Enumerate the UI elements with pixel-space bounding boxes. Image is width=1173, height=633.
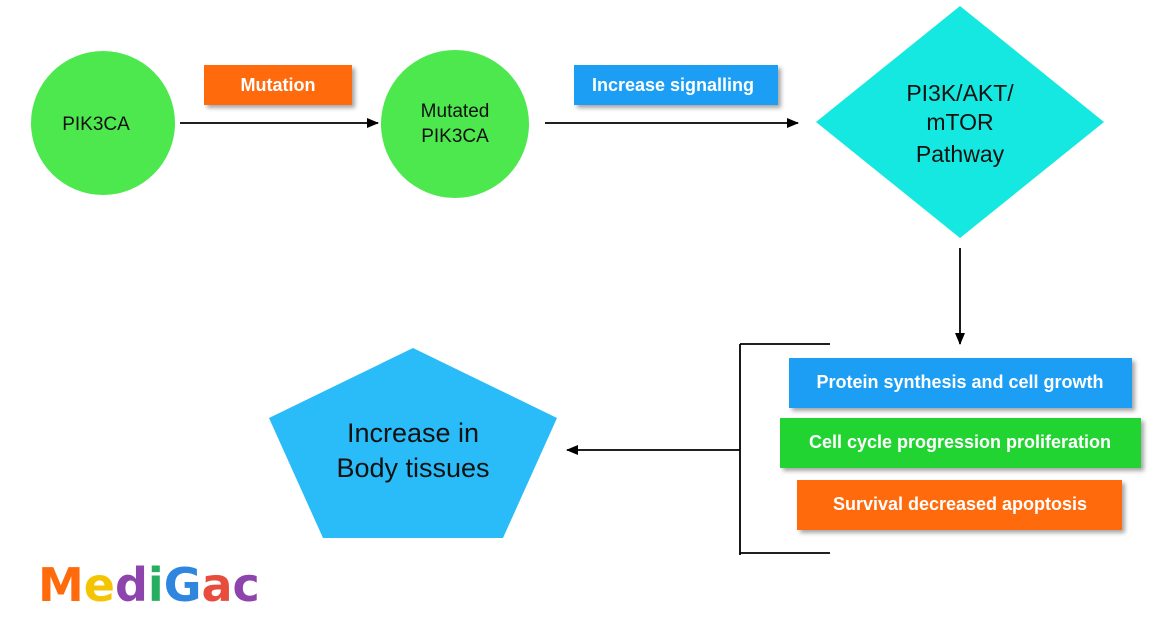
effect-box-2-rect — [797, 480, 1122, 530]
logo-letter-2: d — [115, 558, 148, 612]
effect-box-0: Protein synthesis and cell growth — [789, 358, 1132, 408]
result-label-line2: Body tissues — [336, 453, 489, 483]
logo-letter-0: M — [38, 558, 84, 612]
pathway-diamond — [816, 6, 1104, 238]
pathway-label-line3: Pathway — [916, 141, 1005, 167]
logo-letter-1: e — [84, 558, 115, 612]
mutated-label-line1: Mutated — [421, 101, 490, 122]
logo-letter-6: c — [233, 558, 260, 612]
effect-label-1: Cell cycle progression proliferation — [809, 432, 1111, 452]
logo-letter-5: a — [201, 558, 232, 612]
node-mutated-pik3ca: Mutated PIK3CA — [381, 50, 529, 198]
mutation-box-rect — [204, 65, 352, 105]
effect-label-2: Survival decreased apoptosis — [833, 494, 1087, 514]
logo-letter-3: i — [148, 558, 164, 612]
signalling-box-rect — [574, 65, 778, 105]
signalling-box: Increase signalling — [574, 65, 778, 105]
node-pathway: PI3K/AKT/ mTOR Pathway — [816, 6, 1104, 238]
effect-box-1: Cell cycle progression proliferation — [780, 418, 1141, 468]
logo-text: MediGac — [38, 558, 260, 612]
node-result: Increase in Body tissues — [269, 348, 557, 538]
mutated-label-line2: PIK3CA — [421, 126, 489, 147]
effect-box-0-rect — [789, 358, 1132, 408]
pik3ca-circle — [31, 51, 175, 195]
result-pentagon — [269, 348, 557, 538]
pik3ca-label: PIK3CA — [62, 114, 130, 135]
mutated-circle — [381, 50, 529, 198]
pathway-label-line1: PI3K/AKT/ — [906, 80, 1014, 106]
pathway-label-line2: mTOR — [926, 109, 993, 135]
effect-label-0: Protein synthesis and cell growth — [816, 372, 1103, 392]
effect-box-2: Survival decreased apoptosis — [797, 480, 1122, 530]
result-label-line1: Increase in — [347, 418, 479, 448]
mutation-box: Mutation — [204, 65, 352, 105]
medigac-logo: MediGac — [38, 558, 260, 612]
node-pik3ca: PIK3CA — [31, 51, 175, 195]
mutation-label: Mutation — [241, 75, 316, 95]
logo-letter-4: G — [164, 558, 202, 612]
signalling-label: Increase signalling — [592, 75, 754, 95]
effect-box-1-rect — [780, 418, 1141, 468]
